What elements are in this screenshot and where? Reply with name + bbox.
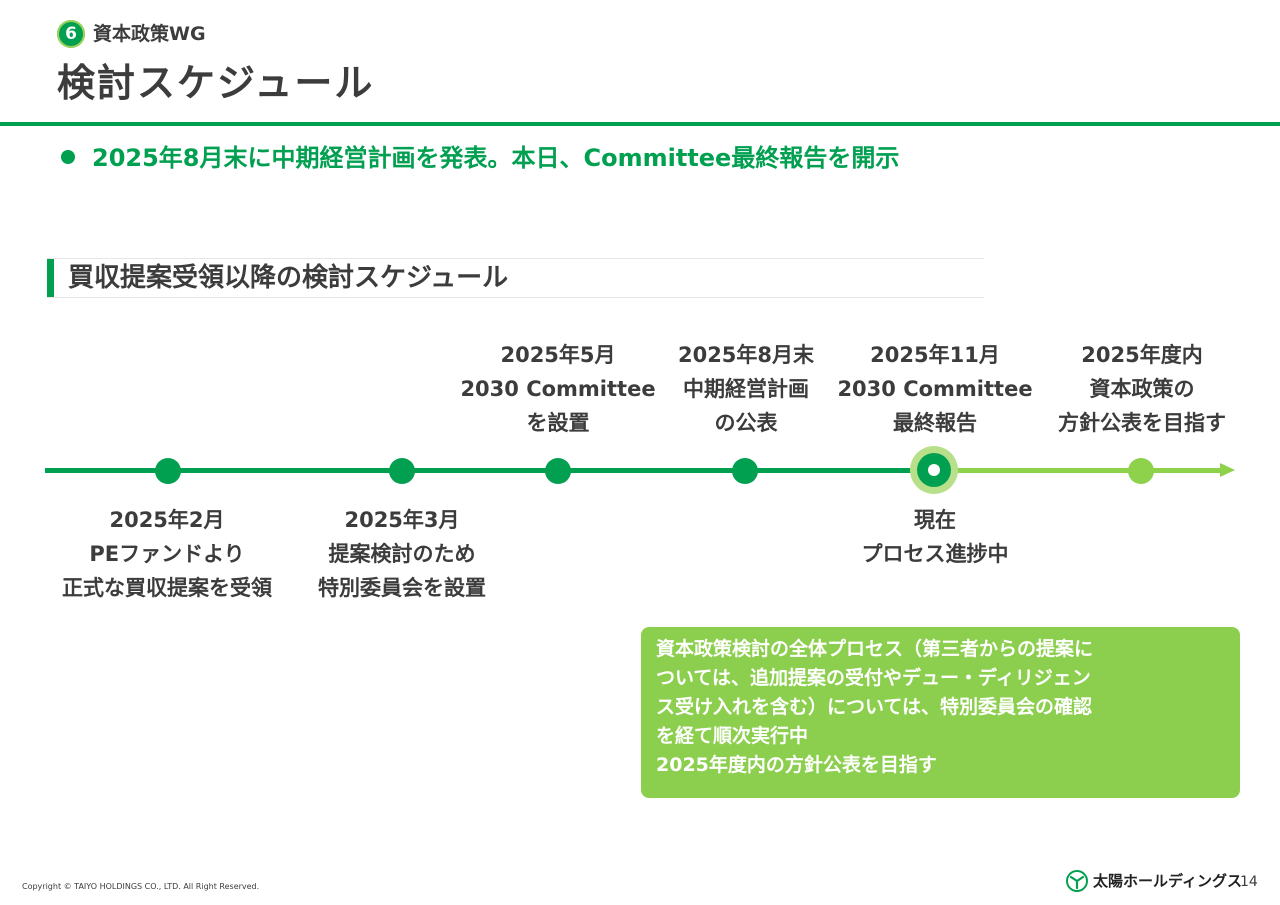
milestone-text: 中期経営計画 bbox=[683, 377, 809, 401]
milestone-text: 方針公表を目指す bbox=[1058, 411, 1226, 435]
milestone-text: の公表 bbox=[714, 411, 778, 435]
milestone-label-nov-2025: 2025年11月 2030 Committee 最終報告 bbox=[835, 338, 1035, 440]
process-note-box: 資本政策検討の全体プロセス（第三者からの提案に ついては、追加提案の受付やデュー… bbox=[641, 627, 1240, 798]
current-marker-icon bbox=[928, 464, 940, 476]
timeline-line-future bbox=[933, 468, 1223, 473]
milestone-date: 2025年度内 bbox=[1081, 343, 1203, 367]
milestone-text: を設置 bbox=[526, 411, 590, 435]
note-line: を経て順次実行中 bbox=[656, 725, 809, 747]
milestone-text: 2030 Committee bbox=[460, 377, 656, 401]
timeline-node-aug-2025 bbox=[732, 458, 758, 484]
milestone-text: 提案検討のため bbox=[328, 542, 476, 566]
section-title: 買収提案受領以降の検討スケジュール bbox=[68, 263, 509, 293]
milestone-date: 現在 bbox=[914, 508, 956, 532]
timeline-arrow-icon bbox=[1220, 463, 1235, 477]
milestone-text: 正式な買収提案を受領 bbox=[62, 576, 272, 600]
note-line: ス受け入れを含む）については、特別委員会の確認 bbox=[656, 696, 1093, 718]
wg-label: 資本政策WG bbox=[93, 23, 206, 45]
timeline-line-completed bbox=[45, 468, 933, 473]
timeline-node-feb-2025 bbox=[155, 458, 181, 484]
milestone-label-current: 現在 プロセス進捗中 bbox=[840, 503, 1030, 571]
timeline-node-may-2025 bbox=[545, 458, 571, 484]
milestone-label-mar-2025: 2025年3月 提案検討のため 特別委員会を設置 bbox=[297, 503, 507, 605]
milestone-date: 2025年8月末 bbox=[677, 343, 815, 367]
milestone-date: 2025年5月 bbox=[500, 343, 616, 367]
milestone-text: PEファンドより bbox=[89, 542, 245, 566]
milestone-date: 2025年3月 bbox=[344, 508, 460, 532]
header-divider bbox=[0, 122, 1280, 126]
milestone-date: 2025年11月 bbox=[870, 343, 1000, 367]
milestone-text: 最終報告 bbox=[893, 411, 977, 435]
timeline-node-mar-2025 bbox=[389, 458, 415, 484]
copyright-notice: Copyright © TAIYO HOLDINGS CO., LTD. All… bbox=[22, 882, 260, 891]
milestone-label-fy2025: 2025年度内 資本政策の 方針公表を目指す bbox=[1042, 338, 1242, 440]
milestone-text: 2030 Committee bbox=[837, 377, 1033, 401]
note-line: 2025年度内の方針公表を目指す bbox=[656, 754, 937, 776]
page-title: 検討スケジュール bbox=[57, 61, 375, 105]
section-heading-accent bbox=[47, 259, 54, 297]
milestone-text: 特別委員会を設置 bbox=[318, 576, 486, 600]
timeline-node-fy2025 bbox=[1128, 458, 1154, 484]
section-heading-border-bottom bbox=[47, 297, 984, 298]
section-heading-border-top bbox=[47, 258, 984, 259]
page-number: 14 bbox=[1240, 874, 1258, 890]
section-number-badge: 6 bbox=[57, 20, 85, 48]
milestone-label-feb-2025: 2025年2月 PEファンドより 正式な買収提案を受領 bbox=[42, 503, 292, 605]
summary-bullet: 2025年8月末に中期経営計画を発表。本日、Committee最終報告を開示 bbox=[92, 144, 900, 172]
milestone-label-aug-2025: 2025年8月末 中期経営計画 の公表 bbox=[661, 338, 831, 440]
note-line: 資本政策検討の全体プロセス（第三者からの提案に bbox=[656, 638, 1094, 660]
milestone-text: 資本政策の bbox=[1089, 377, 1195, 401]
bullet-icon bbox=[61, 150, 75, 164]
milestone-date: 2025年2月 bbox=[109, 508, 225, 532]
milestone-text: プロセス進捗中 bbox=[861, 542, 1009, 566]
milestone-label-may-2025: 2025年5月 2030 Committee を設置 bbox=[458, 338, 658, 440]
company-name: 太陽ホールディングス bbox=[1093, 872, 1242, 890]
company-logo-icon bbox=[1066, 870, 1088, 892]
note-line: ついては、追加提案の受付やデュー・ディリジェン bbox=[656, 667, 1091, 689]
